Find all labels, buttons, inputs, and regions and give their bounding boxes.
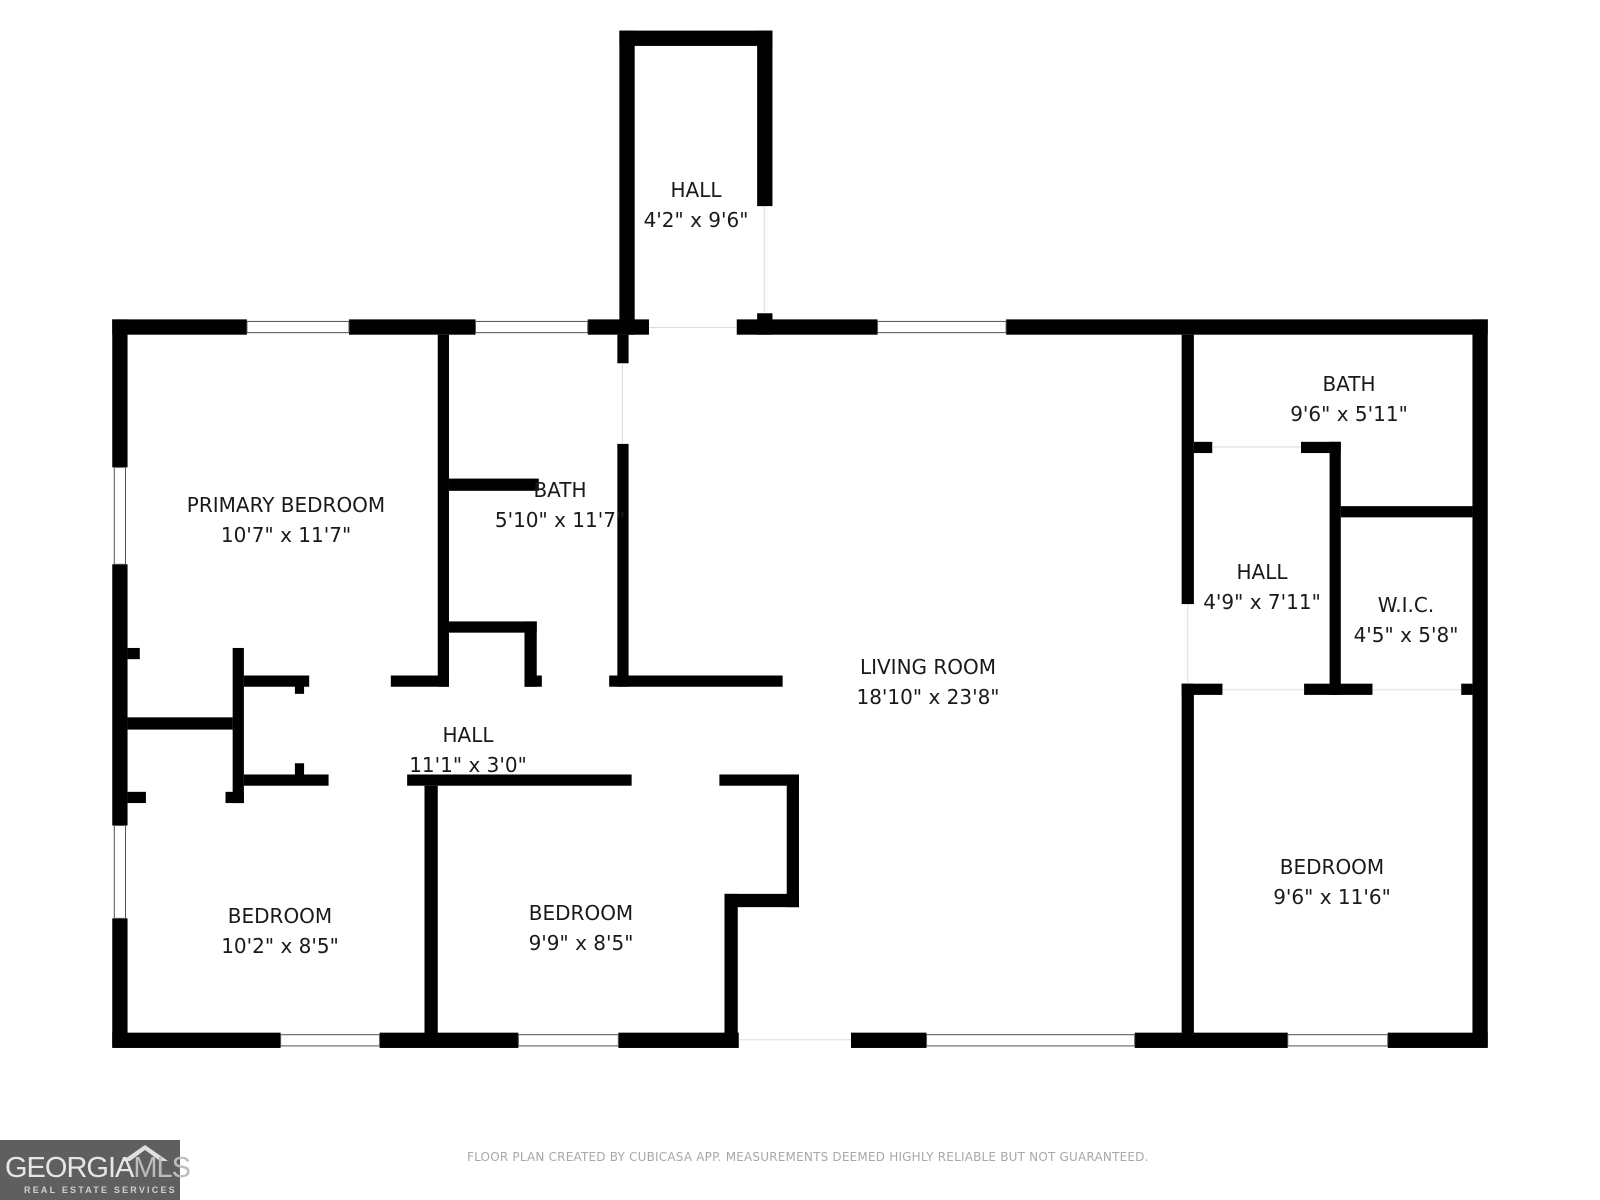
room-dims: 9'9" x 8'5" <box>528 931 634 955</box>
room-label-primary-bedroom: PRIMARY BEDROOM 10'7" x 11'7" <box>187 490 385 550</box>
walls <box>112 30 1488 1048</box>
room-label-bath-right: BATH 9'6" x 5'11" <box>1290 369 1408 429</box>
room-name: HALL <box>442 723 494 747</box>
room-dims: 5'10" x 11'7" <box>494 508 626 532</box>
room-dims: 9'6" x 11'6" <box>1273 885 1391 909</box>
room-name: BEDROOM <box>1279 855 1385 879</box>
disclaimer-text: FLOOR PLAN CREATED BY CUBICASA APP. MEAS… <box>467 1150 1149 1164</box>
room-label-living-room: LIVING ROOM 18'10" x 23'8" <box>856 652 999 712</box>
room-name: BATH <box>1322 372 1376 396</box>
logo-brand: GEORGIAMLS <box>5 1152 191 1185</box>
door-openings <box>621 206 1462 1041</box>
room-label-bedroom-3: BEDROOM 9'6" x 11'6" <box>1273 852 1391 912</box>
room-dims: 18'10" x 23'8" <box>856 685 1000 709</box>
room-name: PRIMARY BEDROOM <box>186 493 386 517</box>
room-label-bedroom-1: BEDROOM 10'2" x 8'5" <box>221 901 339 961</box>
room-name: BATH <box>533 478 587 502</box>
room-label-hall-center: HALL 11'1" x 3'0" <box>409 720 527 780</box>
roof-icon <box>122 1145 168 1161</box>
room-dims: 4'9" x 7'11" <box>1203 590 1321 614</box>
georgia-mls-logo: GEORGIAMLS REAL ESTATE SERVICES <box>0 1140 191 1200</box>
room-label-bath-left: BATH 5'10" x 11'7" <box>495 475 625 535</box>
room-dims: 11'1" x 3'0" <box>409 753 527 777</box>
room-name: W.I.C. <box>1377 593 1435 617</box>
room-label-wic: W.I.C. 4'5" x 5'8" <box>1354 590 1459 650</box>
room-label-bedroom-2: BEDROOM 9'9" x 8'5" <box>529 898 634 958</box>
logo-brand-b: MLS <box>133 1152 191 1184</box>
logo-brand-a: GEORGIA <box>5 1152 134 1184</box>
room-name: BEDROOM <box>227 904 333 928</box>
room-dims: 10'7" x 11'7" <box>220 523 352 547</box>
room-name: HALL <box>670 178 722 202</box>
room-name: BEDROOM <box>528 901 634 925</box>
windows <box>113 320 1389 1047</box>
logo-tagline: REAL ESTATE SERVICES <box>24 1185 177 1195</box>
room-label-hall-right: HALL 4'9" x 7'11" <box>1203 557 1321 617</box>
room-dims: 9'6" x 5'11" <box>1290 402 1408 426</box>
room-label-hall-top: HALL 4'2" x 9'6" <box>644 175 749 235</box>
room-dims: 4'5" x 5'8" <box>1353 623 1459 647</box>
room-dims: 10'2" x 8'5" <box>221 934 339 958</box>
room-name: LIVING ROOM <box>859 655 997 679</box>
room-name: HALL <box>1236 560 1288 584</box>
room-dims: 4'2" x 9'6" <box>643 208 749 232</box>
